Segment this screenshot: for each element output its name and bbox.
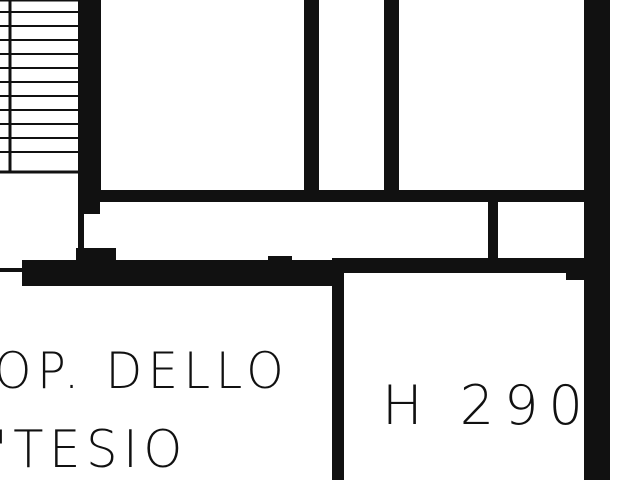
wall-corridor-bottom-right: [332, 258, 598, 272]
wall-right-outer: [584, 0, 610, 480]
neighbor-label-line2: 'TESIO: [0, 420, 188, 480]
wall-divider-1: [304, 0, 318, 196]
wall-corner-stub: [76, 248, 116, 278]
wall-divider-2: [384, 0, 398, 196]
staircase: [0, 0, 82, 174]
wall-closet-divider: [488, 200, 498, 262]
room-outlines: [99, 0, 584, 273]
wall-corridor-top: [78, 190, 598, 202]
walls: [0, 0, 610, 480]
wall-left-edge: [0, 268, 24, 272]
neighbor-label-line1: OP. DELLO: [0, 342, 290, 400]
wall-stub: [268, 256, 292, 270]
wall-corner-right: [566, 258, 590, 280]
wall-stair-landing: [78, 205, 84, 265]
wall-room-left: [332, 262, 344, 480]
wall-left-vertical: [78, 0, 100, 214]
ceiling-height-label: H 290: [382, 374, 593, 437]
